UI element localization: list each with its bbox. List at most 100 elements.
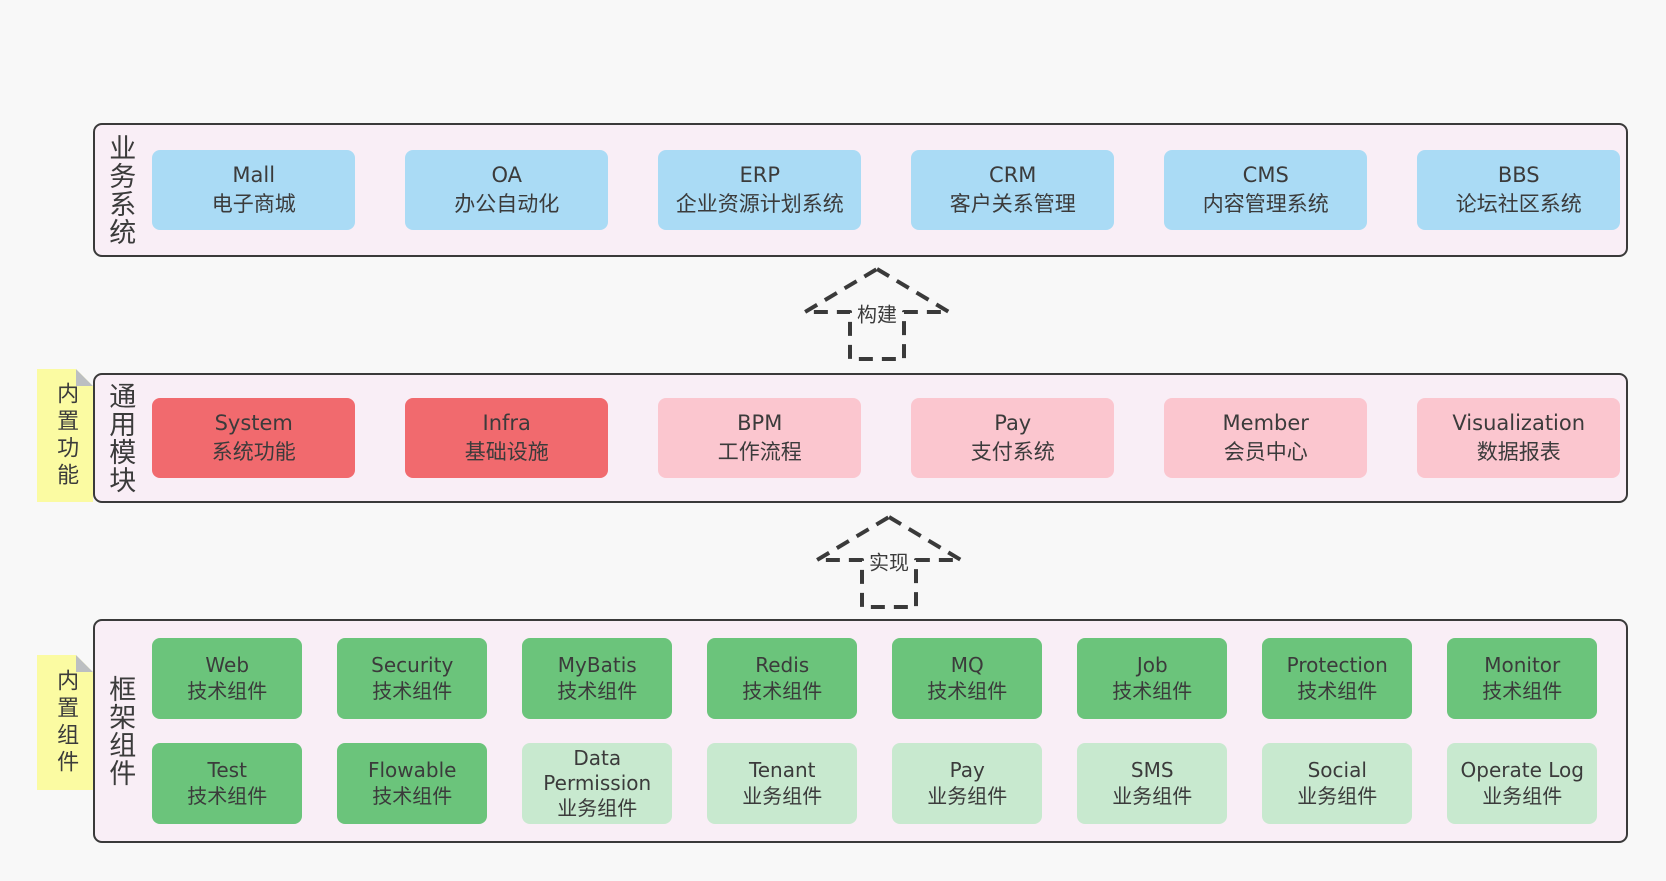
- module-subtitle: 技术组件: [1297, 678, 1378, 703]
- module-subtitle: 业务组件: [742, 783, 823, 808]
- module-subtitle: 支付系统: [970, 440, 1055, 464]
- module-title: Tenant: [748, 758, 816, 783]
- module-title: Web: [205, 653, 250, 678]
- module-subtitle: 技术组件: [1482, 678, 1563, 703]
- business-systems-row: Mall 电子商城 OA 办公自动化 ERP 企业资源计划系统 CRM 客户关系管理 CMS 内容…: [152, 150, 1621, 230]
- module-subtitle: 技术组件: [372, 783, 453, 808]
- module-subtitle: 会员中心: [1223, 440, 1308, 464]
- module-box-infra: Infra 基础设施: [405, 398, 609, 478]
- module-title: CMS: [1242, 163, 1289, 188]
- module-title: Mall: [232, 163, 276, 188]
- module-title: Test: [207, 758, 247, 783]
- sticky-note-label: 内置功能: [53, 381, 79, 490]
- module-box-erp: ERP 企业资源计划系统: [658, 150, 862, 230]
- module-subtitle: 技术组件: [187, 678, 268, 703]
- module-title: Operate Log: [1460, 758, 1584, 783]
- module-subtitle: 技术组件: [1112, 678, 1193, 703]
- module-subtitle: 技术组件: [927, 678, 1008, 703]
- module-subtitle: 办公自动化: [454, 192, 560, 216]
- module-title: Visualization: [1452, 411, 1586, 436]
- sticky-note-builtin-components: 内置组件: [37, 655, 93, 790]
- module-title: BBS: [1497, 163, 1540, 188]
- arrow-label: 实现: [865, 545, 913, 577]
- section-label: 框架组件: [104, 675, 136, 787]
- module-subtitle: 企业资源计划系统: [675, 192, 844, 216]
- module-title: Redis: [755, 653, 810, 678]
- module-subtitle: 技术组件: [187, 783, 268, 808]
- module-subtitle: 技术组件: [742, 678, 823, 703]
- module-subtitle: 系统功能: [211, 440, 296, 464]
- arrow-label: 构建: [853, 297, 901, 329]
- sticky-note-builtin-functions: 内置功能: [37, 369, 93, 502]
- module-subtitle: 内容管理系统: [1202, 192, 1329, 216]
- module-title: Job: [1136, 653, 1168, 678]
- module-title: Flowable: [368, 758, 457, 783]
- module-subtitle: 业务组件: [927, 783, 1008, 808]
- module-box-visualization: Visualization 数据报表: [1417, 398, 1621, 478]
- module-subtitle: 数据报表: [1476, 440, 1561, 464]
- module-title: OA: [491, 163, 522, 188]
- module-title: Monitor: [1484, 653, 1561, 678]
- module-subtitle: 业务组件: [1297, 783, 1378, 808]
- module-title: MyBatis: [557, 653, 637, 678]
- module-subtitle: 技术组件: [557, 678, 638, 703]
- module-title: ERP: [739, 163, 780, 188]
- module-title: Data Permission: [543, 745, 652, 795]
- sticky-note-label: 内置组件: [53, 668, 79, 777]
- module-subtitle: 客户关系管理: [949, 192, 1076, 216]
- module-title: System: [214, 411, 293, 436]
- arrow-up-implement: 实现: [814, 514, 964, 610]
- section-label: 通用模块: [104, 382, 136, 494]
- module-box-oa: OA 办公自动化: [405, 150, 609, 230]
- module-subtitle: 技术组件: [372, 678, 453, 703]
- module-subtitle: 基础设施: [464, 440, 549, 464]
- module-box-system: System 系统功能: [152, 398, 356, 478]
- module-box-crm: CRM 客户关系管理: [911, 150, 1115, 230]
- folded-corner-icon: [76, 369, 93, 386]
- module-title: CRM: [989, 163, 1037, 188]
- module-box-mall: Mall 电子商城: [152, 150, 356, 230]
- section-business-systems: 业务系统 Mall 电子商城 OA 办公自动化 ERP 企业资源计划系统 CRM 客户关系管理…: [93, 123, 1628, 257]
- module-subtitle: 业务组件: [1482, 783, 1563, 808]
- section-label: 业务系统: [104, 134, 136, 246]
- module-title: MQ: [950, 653, 984, 678]
- module-title: Member: [1222, 411, 1309, 436]
- module-title: Infra: [482, 411, 531, 436]
- module-title: Social: [1307, 758, 1367, 783]
- module-subtitle: 电子商城: [211, 192, 296, 216]
- arrow-up-build: 构建: [802, 266, 952, 362]
- module-box-member: Member 会员中心: [1164, 398, 1368, 478]
- module-subtitle: 工作流程: [717, 440, 802, 464]
- module-subtitle: 业务组件: [1112, 783, 1193, 808]
- module-subtitle: 业务组件: [557, 796, 638, 821]
- module-title: SMS: [1130, 758, 1174, 783]
- module-box-cms: CMS 内容管理系统: [1164, 150, 1368, 230]
- module-title: Pay: [949, 758, 985, 783]
- folded-corner-icon: [76, 655, 93, 672]
